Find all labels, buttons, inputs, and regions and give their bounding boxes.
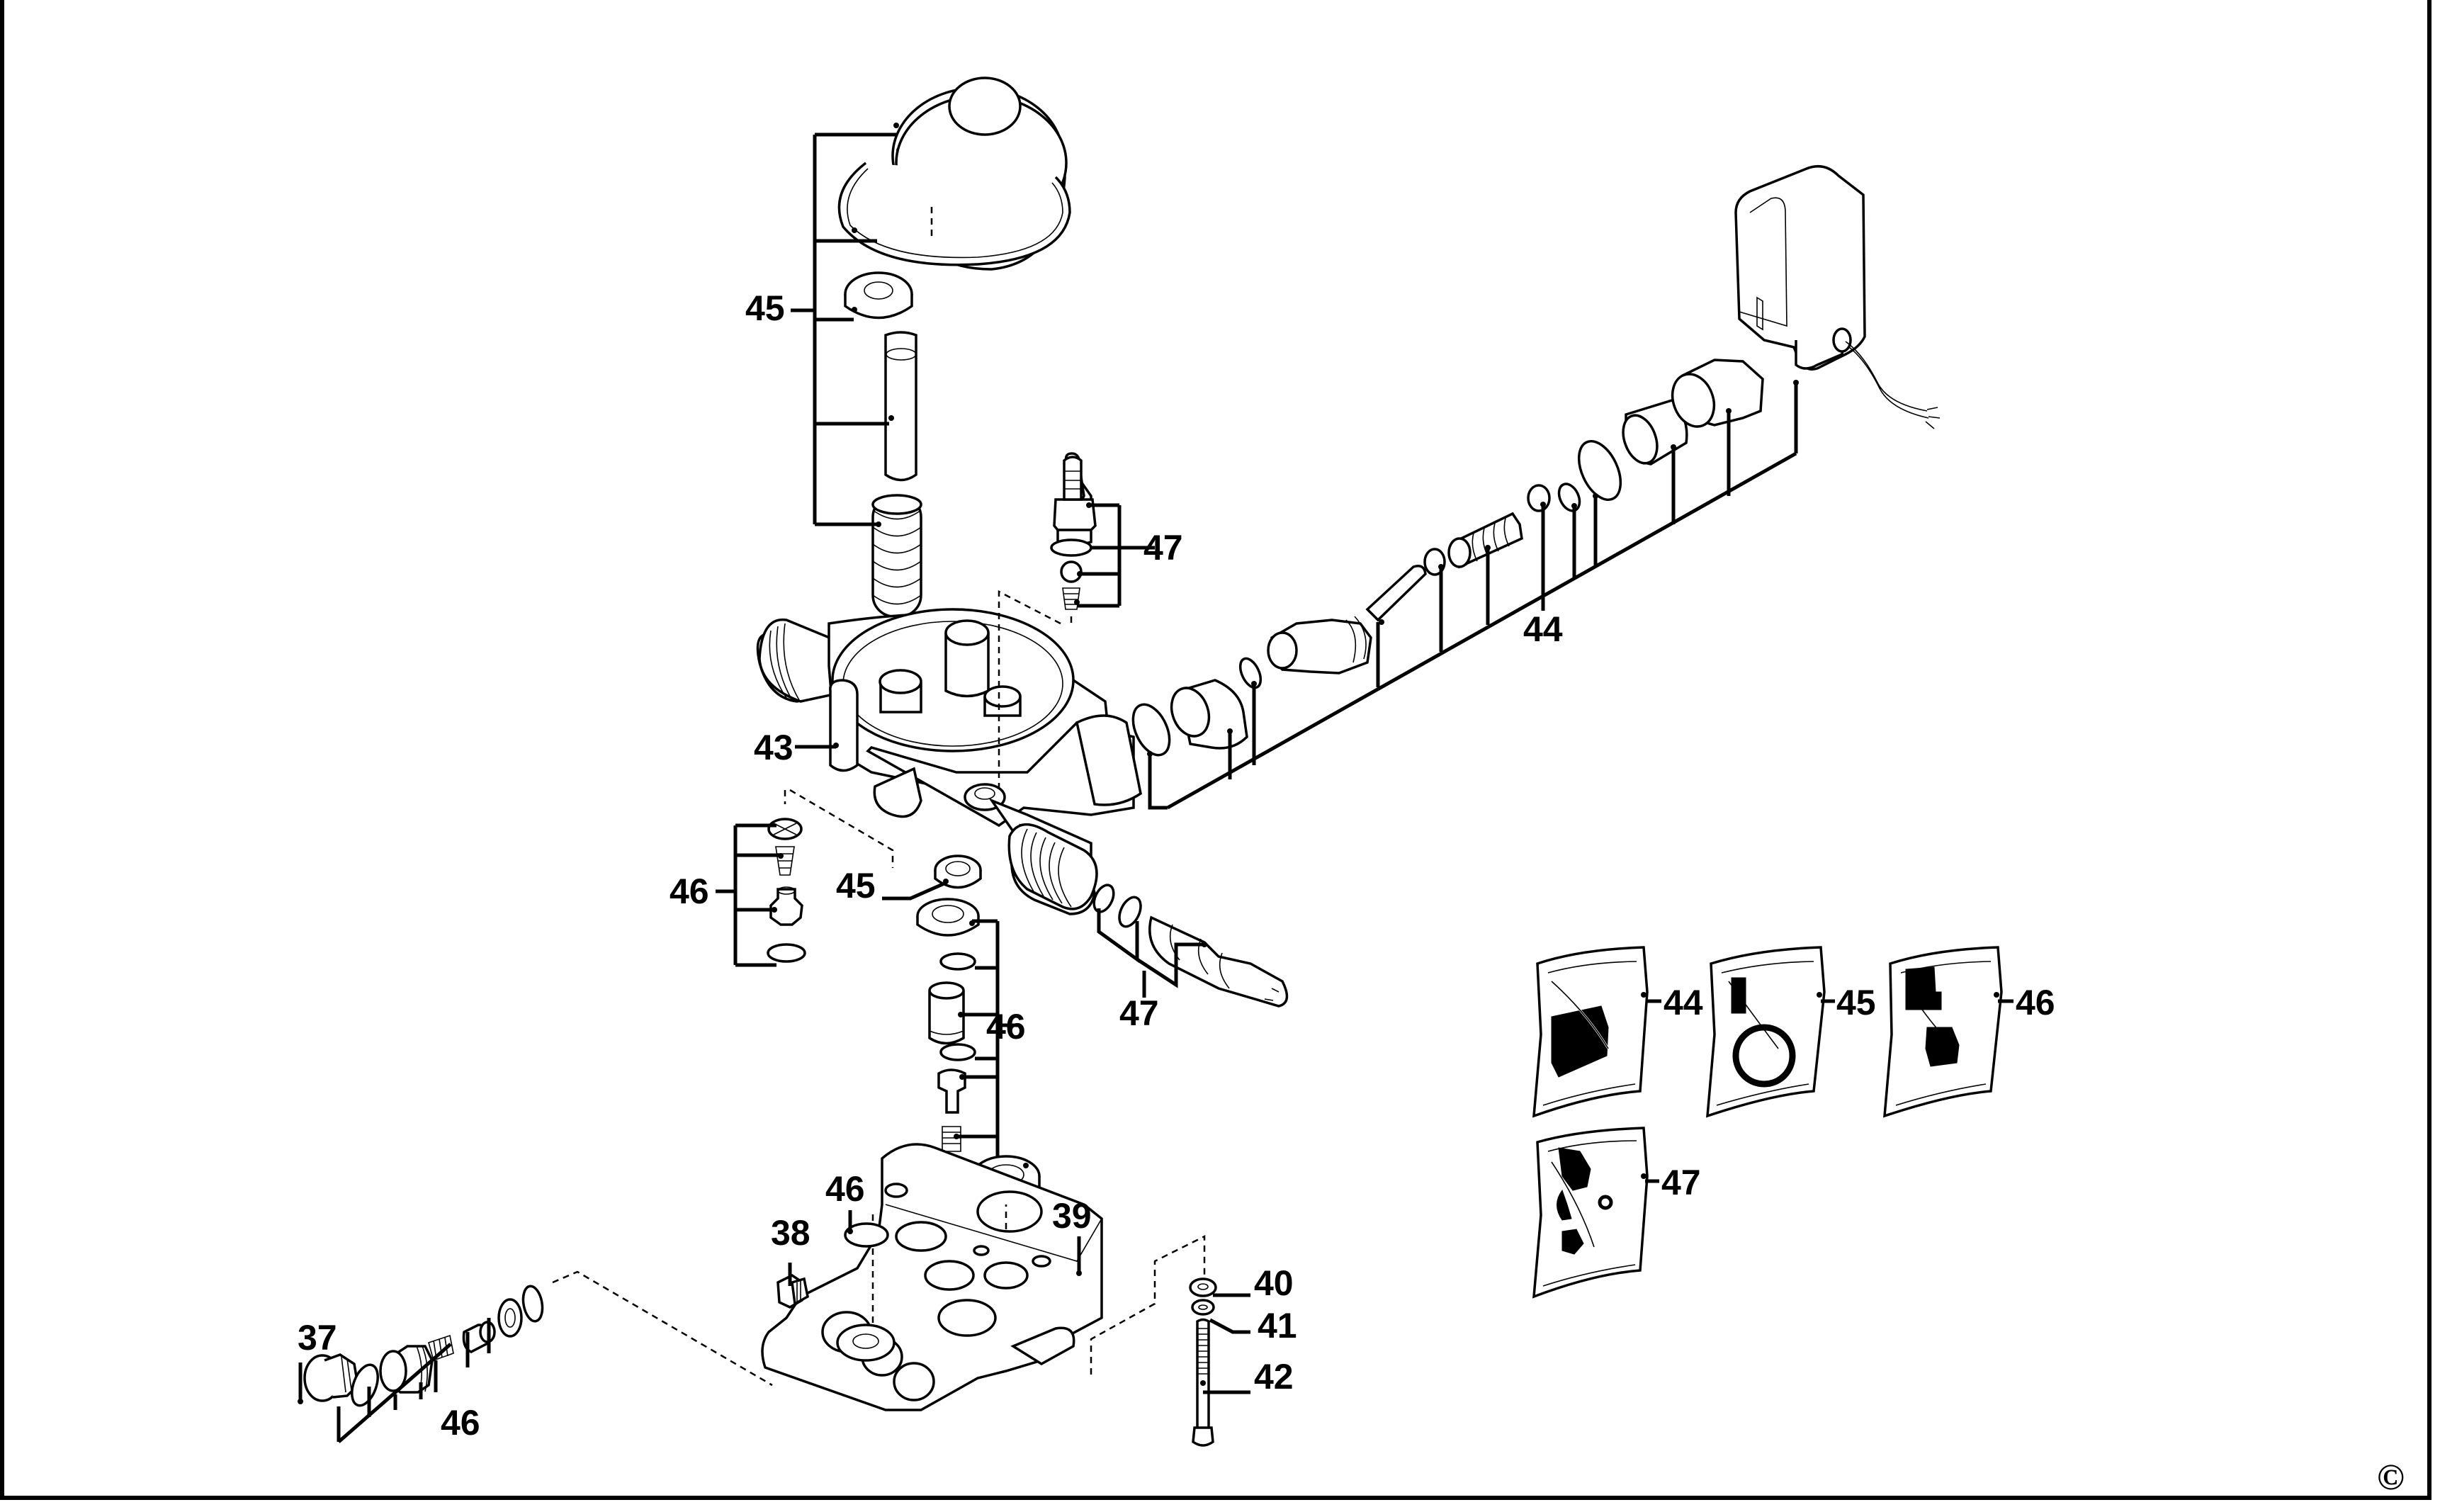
injector-oring <box>1050 538 1092 557</box>
kit-label-44: 44 <box>1664 983 1703 1022</box>
injector-nozzle <box>1053 452 1097 546</box>
outlet-oring-2 <box>1118 896 1142 928</box>
plug-guide-line <box>552 1270 773 1387</box>
callout-47-lower: 47 <box>1119 993 1159 1033</box>
kit-bag-46 <box>1883 946 2003 1118</box>
callout-46-left: 46 <box>670 871 709 911</box>
callout-45-upper: 45 <box>745 288 785 328</box>
unloader-sleeve <box>1170 679 1248 750</box>
callout-bracket-46-bypass <box>337 1318 491 1443</box>
callout-46-oring: 46 <box>825 1169 865 1209</box>
kit-bag-47 <box>1532 1127 1649 1299</box>
injector-ball <box>1060 560 1083 583</box>
callout-bracket-46-left <box>716 823 781 967</box>
unloader-nut <box>1671 359 1764 428</box>
callout-38: 38 <box>771 1213 810 1253</box>
plug-37 <box>298 1353 359 1404</box>
piston-spring <box>871 494 922 618</box>
valve-cage-top <box>916 898 980 937</box>
callout-bracket-45-upper <box>791 132 896 526</box>
callout-leader-45-lower <box>882 881 947 901</box>
manifold-block <box>761 1143 1103 1411</box>
kit-bag-44 <box>1532 946 1649 1118</box>
bypass-spring <box>428 1334 454 1362</box>
plug-38 <box>776 1273 809 1309</box>
screw-42 <box>1192 1318 1214 1447</box>
callout-37: 37 <box>298 1318 337 1358</box>
screw-guide-line <box>1090 1234 1206 1375</box>
pressure-switch-box <box>1734 164 1941 429</box>
bypass-oring-1 <box>351 1363 379 1407</box>
left-valve-guide-line <box>784 789 894 868</box>
center-oring-2 <box>939 1043 976 1061</box>
callout-39: 39 <box>1052 1196 1092 1236</box>
callout-43: 43 <box>754 728 793 767</box>
callout-47-upper: 47 <box>1143 528 1183 568</box>
callout-41: 41 <box>1258 1306 1297 1345</box>
valve-spring-left <box>775 846 795 876</box>
washer-40 <box>1189 1277 1217 1297</box>
copyright-symbol: © <box>2377 1457 2405 1498</box>
valve-body-left <box>769 886 803 926</box>
callout-bracket-47-upper <box>1077 503 1155 608</box>
callout-45-lower: 45 <box>836 866 876 905</box>
unloader-oring-2 <box>1238 657 1263 689</box>
callout-46-bypass: 46 <box>441 1403 480 1443</box>
unloader-washer-2 <box>1527 484 1551 512</box>
valve-oring-left <box>767 943 806 963</box>
manifold-guide-line <box>871 1204 1007 1325</box>
bypass-valve-body <box>379 1345 434 1394</box>
callout-44: 44 <box>1523 609 1563 649</box>
unloader-oring-1 <box>1131 703 1171 757</box>
center-valve-poppet <box>937 1068 966 1114</box>
kit-bag-45 <box>1706 946 1826 1118</box>
unloader-bushing <box>1622 399 1688 466</box>
bypass-seat <box>497 1298 523 1338</box>
kit-label-47: 47 <box>1661 1163 1701 1202</box>
callout-40: 40 <box>1254 1263 1294 1303</box>
center-valve-body <box>928 981 965 1045</box>
unloader-piston <box>1267 565 1427 675</box>
kit-label-46: 46 <box>2016 983 2055 1022</box>
callout-46-center: 46 <box>986 1007 1026 1046</box>
center-valve-spring <box>942 1126 961 1152</box>
piston-rod <box>884 331 917 482</box>
outlet-fitting <box>1148 915 1289 1008</box>
kit-label-45: 45 <box>1836 983 1876 1022</box>
callout-leader-41 <box>1209 1318 1250 1334</box>
bypass-oring-2 <box>521 1285 544 1323</box>
valve-seat-cross <box>767 818 803 840</box>
spring-washer-41 <box>1191 1299 1215 1316</box>
callout-bracket-47-lower <box>1097 908 1204 998</box>
callout-42: 42 <box>1254 1357 1294 1397</box>
unloader-oring-3 <box>1557 483 1581 512</box>
piston-retainer <box>844 271 913 320</box>
center-oring-1 <box>939 952 976 971</box>
seal-45-lower <box>934 854 982 889</box>
injector-spring <box>1062 587 1080 610</box>
callout-bracket-44 <box>1148 383 1798 810</box>
unloader-spring <box>1447 512 1523 569</box>
callout-bracket-46-center <box>956 919 1020 1158</box>
gasket-ring <box>837 162 1071 266</box>
pump-head <box>756 608 1142 915</box>
